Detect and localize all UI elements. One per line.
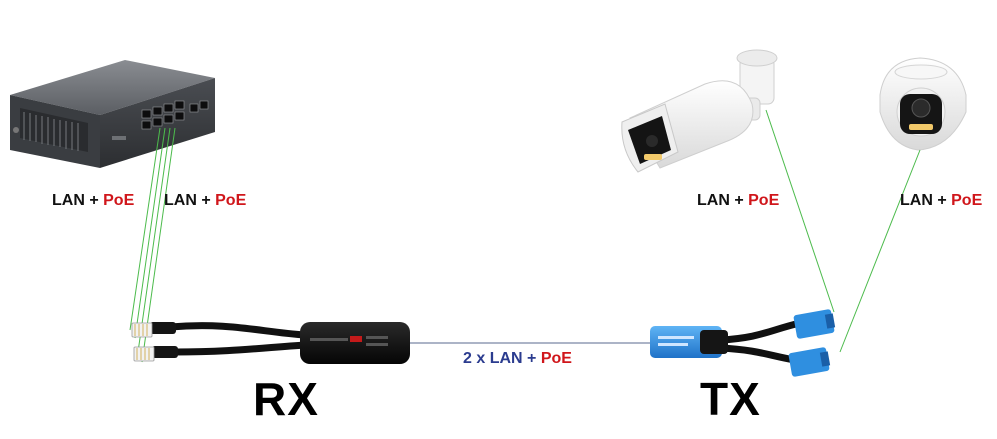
trunk-label: 2 x LAN + PoE (463, 350, 572, 367)
switch-port-label-1: LAN + PoE (52, 192, 135, 209)
tx-label: TX (700, 373, 761, 425)
dome-camera-icon (879, 57, 967, 151)
rx-splitter-icon (150, 322, 410, 364)
rx-label: RX (253, 373, 319, 425)
network-switch-icon (10, 60, 215, 168)
dome-camera-label: LAN + PoE (900, 192, 983, 209)
tx-splitter-icon (650, 309, 836, 377)
camera-wires (765, 109, 921, 353)
bullet-camera-label: LAN + PoE (697, 192, 780, 209)
bullet-camera-icon (621, 49, 778, 173)
switch-port-label-2: LAN + PoE (164, 192, 247, 209)
rj45-plug-icon (131, 322, 155, 362)
